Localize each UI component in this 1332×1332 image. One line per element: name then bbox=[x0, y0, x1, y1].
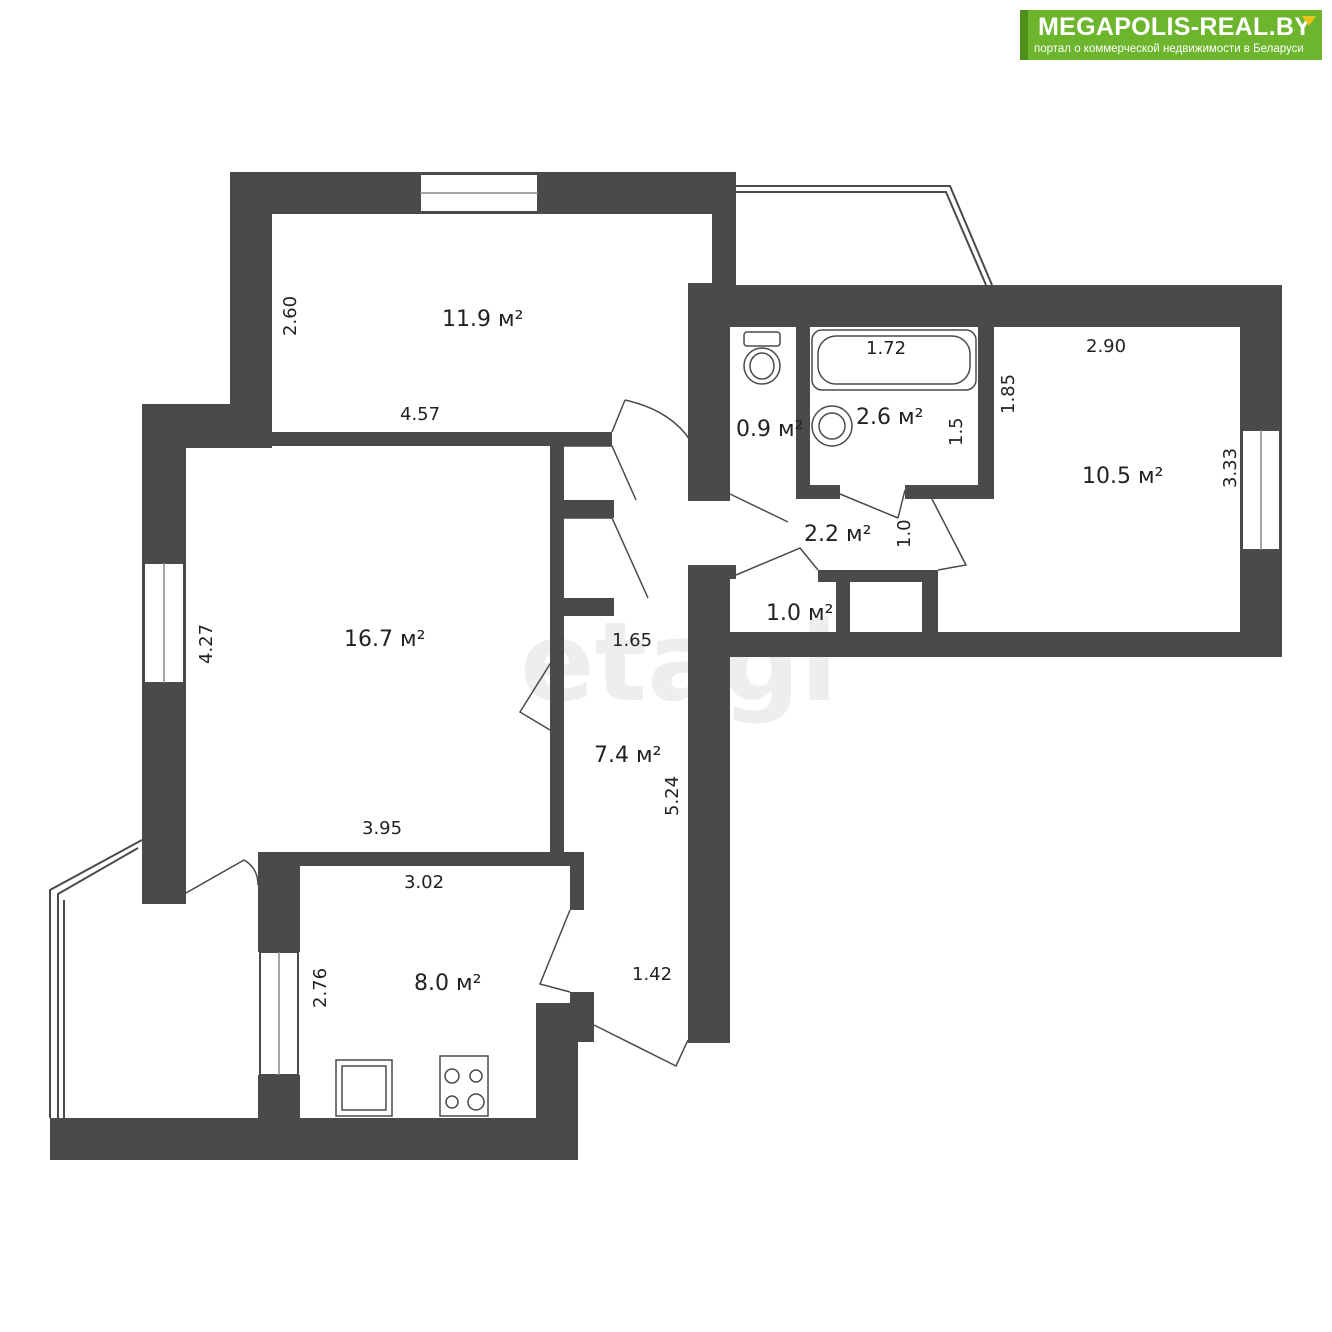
dim-kitchen-width: 3.02 bbox=[404, 872, 444, 893]
wall-balcony-post bbox=[142, 860, 186, 904]
balcony-left bbox=[49, 839, 143, 1118]
dim-bedroom-right-height: 3.33 bbox=[1220, 448, 1241, 488]
badge-accent bbox=[1020, 10, 1028, 60]
door-closet-1 bbox=[564, 445, 637, 501]
dim-living-height: 4.27 bbox=[196, 624, 217, 664]
dim-bedroom-right-width: 2.90 bbox=[1086, 336, 1126, 357]
wall-living-bottom bbox=[258, 852, 584, 866]
wall-kitchen-left bbox=[258, 852, 300, 952]
dim-entrance-width: 1.42 bbox=[632, 964, 672, 985]
badge-subtitle: портал о коммерческой недвижимости в Бел… bbox=[1034, 43, 1304, 55]
room-area-bath: 2.6 м² bbox=[856, 405, 923, 430]
dim-corridor-width: 1.65 bbox=[612, 630, 652, 651]
fixtures bbox=[335, 329, 977, 1117]
wall-bath-bottom-right bbox=[905, 485, 994, 499]
site-badge[interactable]: MEGAPOLIS-REAL.BY портал о коммерческой … bbox=[1020, 10, 1322, 60]
room-area-living: 16.7 м² bbox=[344, 627, 425, 652]
burner-icon bbox=[444, 1068, 460, 1084]
toilet-tank-icon bbox=[743, 331, 781, 347]
wall-bedroom-top-bottom bbox=[272, 432, 612, 446]
wall-bedroom-top-right bbox=[712, 172, 736, 287]
wall-closet-divider-1 bbox=[564, 500, 614, 518]
wall-right-block-bottom bbox=[730, 632, 1282, 657]
burner-icon bbox=[467, 1093, 485, 1111]
toilet-seat-icon bbox=[749, 352, 775, 380]
room-area-corridor: 7.4 м² bbox=[594, 743, 661, 768]
balcony-top bbox=[736, 185, 993, 286]
badge-title: MEGAPOLIS-REAL.BY bbox=[1038, 13, 1312, 41]
toilet-bowl-icon bbox=[743, 347, 781, 385]
door-balcony bbox=[185, 859, 259, 894]
wall-bottom bbox=[50, 1118, 578, 1160]
wall-storage-divider bbox=[836, 570, 850, 632]
balconies bbox=[49, 185, 993, 1118]
window-glass-lines bbox=[163, 192, 1262, 1075]
room-area-bedroom-right: 10.5 м² bbox=[1082, 464, 1163, 489]
wall-kitchen-right-stub bbox=[570, 852, 584, 910]
dim-bath-width: 1.72 bbox=[866, 338, 906, 359]
dim-corridor-length: 5.24 bbox=[662, 776, 683, 816]
wall-storage-right bbox=[922, 570, 938, 632]
room-area-bedroom-top: 11.9 м² bbox=[442, 307, 523, 332]
room-area-kitchen: 8.0 м² bbox=[414, 971, 481, 996]
door-bedroom-top bbox=[611, 399, 691, 441]
dim-bedroom-top-height: 2.60 bbox=[280, 296, 301, 336]
door-bedroom-right bbox=[931, 498, 968, 571]
stove-icon bbox=[439, 1055, 489, 1117]
dim-bath-inner-height: 1.5 bbox=[946, 417, 967, 446]
door-storage bbox=[735, 547, 819, 576]
wall-bath-right bbox=[978, 327, 994, 499]
wall-corridor-right bbox=[688, 565, 730, 1043]
door-kitchen bbox=[538, 909, 571, 993]
doors bbox=[185, 399, 968, 1068]
door-entrance bbox=[593, 1024, 689, 1068]
bathtub-icon bbox=[811, 329, 977, 391]
kitchen-sink-basin-icon bbox=[341, 1065, 387, 1111]
room-area-storage: 1.0 м² bbox=[766, 601, 833, 626]
bathtub-inner-icon bbox=[817, 335, 971, 385]
wall-bath-bottom-left bbox=[810, 485, 840, 499]
wall-living-right bbox=[550, 446, 564, 852]
door-bath bbox=[839, 489, 906, 519]
door-closet-2 bbox=[564, 517, 649, 599]
dim-kitchen-height: 2.76 bbox=[310, 968, 331, 1008]
dim-bedroom-top-width: 4.57 bbox=[400, 404, 440, 425]
watermark: etagi bbox=[520, 598, 838, 726]
wall-wc-bath-divider bbox=[796, 327, 810, 499]
burner-icon bbox=[469, 1069, 483, 1083]
room-area-hall-small: 2.2 м² bbox=[804, 522, 871, 547]
wall-corridor-top-stub bbox=[688, 565, 736, 579]
door-living bbox=[518, 647, 561, 731]
room-area-wc: 0.9 м² bbox=[736, 417, 803, 442]
dim-hall-small-width: 1.0 bbox=[894, 519, 915, 548]
dim-bath-height: 1.85 bbox=[998, 374, 1019, 414]
wall-kitchen-door-post bbox=[570, 992, 594, 1042]
burner-icon bbox=[445, 1095, 459, 1109]
arrow-down-icon bbox=[1302, 16, 1316, 26]
wall-bedroom-top-left bbox=[230, 172, 272, 434]
sink-icon bbox=[811, 405, 853, 447]
dim-living-width: 3.95 bbox=[362, 818, 402, 839]
sink-inner-icon bbox=[818, 412, 846, 440]
door-wc bbox=[729, 493, 789, 523]
kitchen-sink-icon bbox=[335, 1059, 393, 1117]
wall-closet-divider-2 bbox=[564, 598, 614, 616]
wall-right-block-top bbox=[688, 285, 1282, 327]
